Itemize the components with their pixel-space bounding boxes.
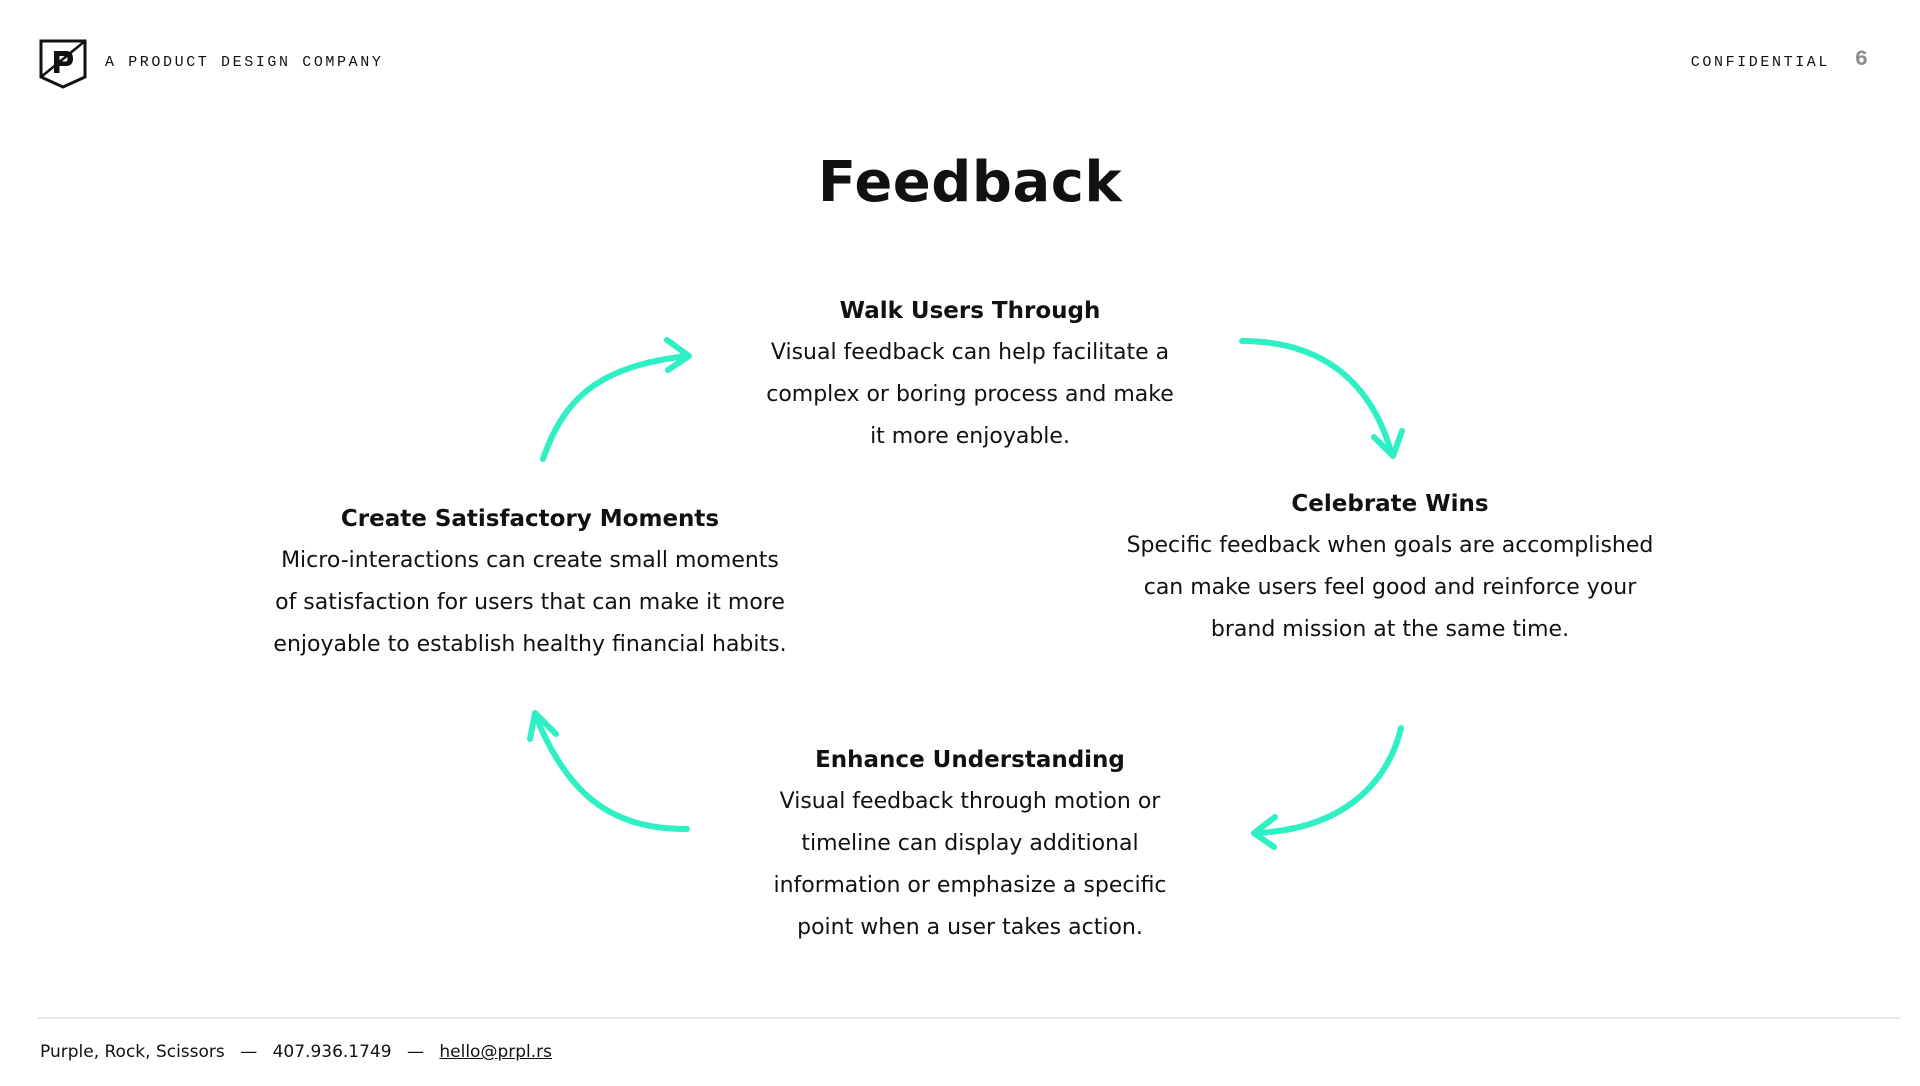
footer-divider [38,1017,1900,1019]
footer-company: Purple, Rock, Scissors [40,1042,225,1062]
walk-users-through-heading: Walk Users Through [839,298,1101,324]
curved-arrow-icon [540,337,692,462]
curved-arrow-icon [1239,338,1405,459]
confidential-label: CONFIDENTIAL [1690,54,1830,71]
page-number: 6 [1854,47,1868,72]
slide-title: Feedback [817,150,1123,215]
footer-separator: — [240,1042,258,1062]
footer-separator: — [406,1042,424,1062]
create-satisfactory-moments-heading: Create Satisfactory Moments [340,506,720,532]
footer-email-link[interactable]: hello@prpl.rs [439,1042,552,1062]
walk-users-through-text: Visual feedback can help facilitate a co… [766,340,1174,449]
enhance-understanding-block: Enhance Understanding Visual feedback th… [745,745,1195,949]
celebrate-wins-heading: Celebrate Wins [1291,491,1489,517]
enhance-understanding-heading: Enhance Understanding [815,747,1125,773]
curved-arrow-icon [527,710,690,833]
celebrate-wins-block: Celebrate Wins Specific feedback when go… [1110,489,1670,651]
enhance-understanding-text: Visual feedback through motion or timeli… [773,789,1167,940]
celebrate-wins-text: Specific feedback when goals are accompl… [1126,533,1654,642]
slide-header: A PRODUCT DESIGN COMPANY CONFIDENTIAL 6 [38,38,1882,89]
footer-phone: 407.936.1749 [272,1042,392,1062]
create-satisfactory-moments-block: Create Satisfactory Moments Micro-intera… [255,504,805,666]
walk-users-through-block: Walk Users Through Visual feedback can h… [745,296,1195,458]
company-tagline: A PRODUCT DESIGN COMPANY [105,54,384,71]
create-satisfactory-moments-text: Micro-interactions can create small mome… [273,548,787,657]
curved-arrow-icon [1251,725,1404,850]
prs-shield-logo-icon [39,39,87,89]
slide-footer: Purple, Rock, Scissors — 407.936.1749 — … [40,1042,552,1062]
